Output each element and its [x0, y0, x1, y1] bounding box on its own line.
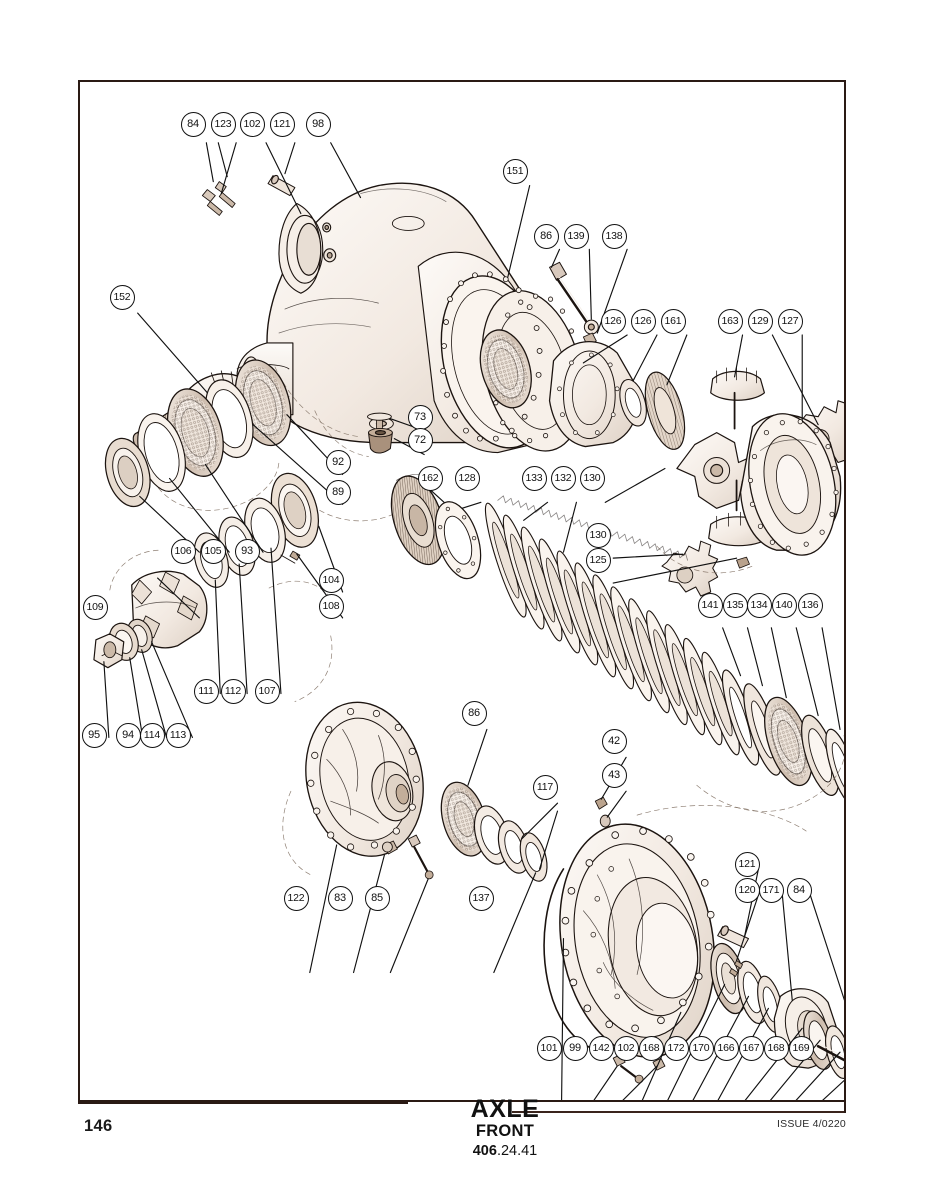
callout-170[interactable]: 170	[688, 1035, 714, 1061]
callout-130b[interactable]: 130	[585, 522, 611, 548]
callout-132[interactable]: 132	[550, 465, 576, 491]
callout-135[interactable]: 135	[722, 592, 748, 618]
callout-139[interactable]: 139	[563, 223, 589, 249]
seal-ring-set-left	[193, 472, 319, 588]
callout-86b[interactable]: 86	[461, 700, 487, 726]
callout-167[interactable]: 167	[738, 1035, 764, 1061]
callout-92[interactable]: 92	[325, 449, 351, 475]
callout-73[interactable]: 73	[407, 404, 433, 430]
callout-89[interactable]: 89	[325, 479, 351, 505]
callout-133[interactable]: 133	[521, 465, 547, 491]
diagram-code-group: 406	[472, 1143, 497, 1160]
callout-43[interactable]: 43	[601, 762, 627, 788]
housing-fasteners	[201, 174, 296, 216]
callout-152[interactable]: 152	[109, 284, 135, 310]
diagram-code: 406.24.41	[425, 1142, 585, 1162]
callout-141[interactable]: 141	[697, 592, 723, 618]
callout-172[interactable]: 172	[663, 1035, 689, 1061]
callout-106[interactable]: 106	[170, 538, 196, 564]
drawing-frame	[78, 80, 846, 1102]
callout-107[interactable]: 107	[254, 678, 280, 704]
diagram-code-rest: .24.41	[496, 1143, 538, 1160]
callout-168a[interactable]: 168	[638, 1035, 664, 1061]
callout-126a[interactable]: 126	[600, 308, 626, 334]
callout-113[interactable]: 113	[165, 722, 191, 748]
callout-121b[interactable]: 121	[734, 851, 760, 877]
callout-94[interactable]: 94	[115, 722, 141, 748]
differential-case	[548, 341, 686, 450]
callout-127[interactable]: 127	[777, 308, 803, 334]
callout-134[interactable]: 134	[746, 592, 772, 618]
callout-163[interactable]: 163	[717, 308, 743, 334]
yoke-flange-assembly	[93, 549, 333, 702]
callout-104[interactable]: 104	[318, 567, 344, 593]
footer-rule-left	[78, 1102, 408, 1105]
exploded-diagram-artwork	[93, 142, 844, 1100]
callout-112[interactable]: 112	[220, 678, 246, 704]
callout-125[interactable]: 125	[585, 547, 611, 573]
bearing-set-upper	[104, 359, 423, 522]
callout-72[interactable]: 72	[407, 427, 433, 453]
callout-105[interactable]: 105	[200, 538, 226, 564]
cover-plate-assembly	[282, 701, 434, 880]
callout-151[interactable]: 151	[502, 158, 528, 184]
callout-162[interactable]: 162	[417, 465, 443, 491]
issue-label: ISSUE 4/0220	[777, 1118, 846, 1130]
callout-108[interactable]: 108	[318, 593, 344, 619]
callout-121[interactable]: 121	[269, 111, 295, 137]
callout-99[interactable]: 99	[562, 1035, 588, 1061]
callout-161[interactable]: 161	[660, 308, 686, 334]
footer-tick-right	[843, 1102, 846, 1113]
drain-plug-part	[367, 412, 393, 454]
callout-114[interactable]: 114	[139, 722, 165, 748]
callout-138[interactable]: 138	[601, 223, 627, 249]
callout-136[interactable]: 136	[797, 592, 823, 618]
callout-120[interactable]: 120	[734, 877, 760, 903]
callout-130a[interactable]: 130	[579, 465, 605, 491]
callout-142[interactable]: 142	[588, 1035, 614, 1061]
callout-140[interactable]: 140	[771, 592, 797, 618]
differential-housing-right	[739, 413, 842, 556]
callout-126b[interactable]: 126	[630, 308, 656, 334]
callout-93[interactable]: 93	[234, 538, 260, 564]
seal-ring-set-mid	[440, 781, 611, 882]
callout-128[interactable]: 128	[454, 465, 480, 491]
callout-84b[interactable]: 84	[786, 877, 812, 903]
diagram-title: AXLE	[470, 1095, 540, 1123]
callout-86a[interactable]: 86	[533, 223, 559, 249]
callout-169[interactable]: 169	[788, 1035, 814, 1061]
wheel-hub-assembly	[543, 805, 844, 1084]
callout-123[interactable]: 123	[210, 111, 236, 137]
callout-102[interactable]: 102	[239, 111, 265, 137]
differential-bearing-151	[479, 329, 532, 409]
callout-168b[interactable]: 168	[763, 1035, 789, 1061]
callout-84[interactable]: 84	[180, 111, 206, 137]
callout-98[interactable]: 98	[305, 111, 331, 137]
callout-117[interactable]: 117	[532, 774, 558, 800]
friction-disc-stack	[484, 495, 740, 756]
callout-85[interactable]: 85	[364, 885, 390, 911]
callout-83[interactable]: 83	[327, 885, 353, 911]
callout-95[interactable]: 95	[81, 722, 107, 748]
callout-137[interactable]: 137	[468, 885, 494, 911]
callout-101[interactable]: 101	[536, 1035, 562, 1061]
title-block: AXLE FRONT 406.24.41	[425, 1096, 585, 1162]
clutch-disc-pack	[390, 473, 844, 812]
page-number: 146	[84, 1117, 113, 1135]
diagram-subtitle: FRONT	[475, 1122, 535, 1141]
callout-129[interactable]: 129	[747, 308, 773, 334]
callout-166[interactable]: 166	[713, 1035, 739, 1061]
callout-42[interactable]: 42	[601, 728, 627, 754]
callout-122[interactable]: 122	[283, 885, 309, 911]
callout-leader-lines	[103, 142, 844, 1100]
callout-171[interactable]: 171	[758, 877, 784, 903]
callout-102b[interactable]: 102	[613, 1035, 639, 1061]
callout-109[interactable]: 109	[82, 594, 108, 620]
footer-rule-right	[512, 1111, 846, 1114]
callout-111[interactable]: 111	[193, 678, 219, 704]
